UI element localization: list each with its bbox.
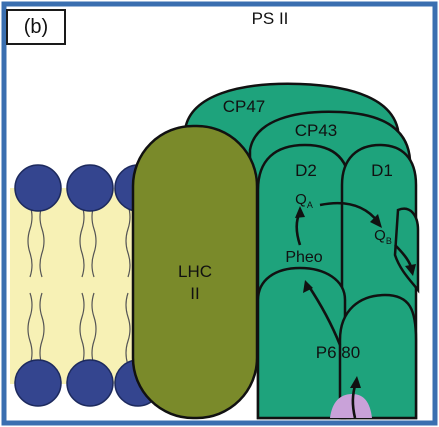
panel-label: (b) bbox=[6, 9, 66, 45]
ps2-title: PS II bbox=[252, 9, 289, 28]
lipid-head-bottom-2 bbox=[66, 359, 114, 407]
label-qa: QA bbox=[295, 191, 313, 210]
lipid-head-top-1 bbox=[14, 164, 62, 212]
label-d1: D1 bbox=[371, 161, 393, 180]
lhc2-complex bbox=[131, 124, 259, 420]
arrow-p680-to-pheo bbox=[306, 284, 342, 346]
label-lhc-line2: II bbox=[190, 284, 199, 303]
lipid-head-bottom-1 bbox=[14, 359, 62, 407]
label-p680: P6 80 bbox=[316, 343, 360, 362]
label-qb: QB bbox=[374, 227, 392, 246]
label-cp47: CP47 bbox=[223, 97, 266, 116]
lipid-head-top-2 bbox=[66, 164, 114, 212]
label-lhc-line1: LHC bbox=[178, 262, 212, 281]
arrowheads bbox=[295, 206, 416, 388]
label-d2: D2 bbox=[295, 161, 317, 180]
lipid-bilayer bbox=[10, 164, 162, 407]
label-cp43: CP43 bbox=[295, 121, 338, 140]
label-pheo: Pheo bbox=[285, 249, 322, 266]
oec-patch bbox=[330, 394, 372, 418]
lower-lobe-left bbox=[256, 266, 347, 420]
arrow-qa-to-qb bbox=[319, 201, 380, 223]
membrane-core bbox=[10, 188, 150, 384]
lipid-tails bbox=[27, 204, 131, 366]
